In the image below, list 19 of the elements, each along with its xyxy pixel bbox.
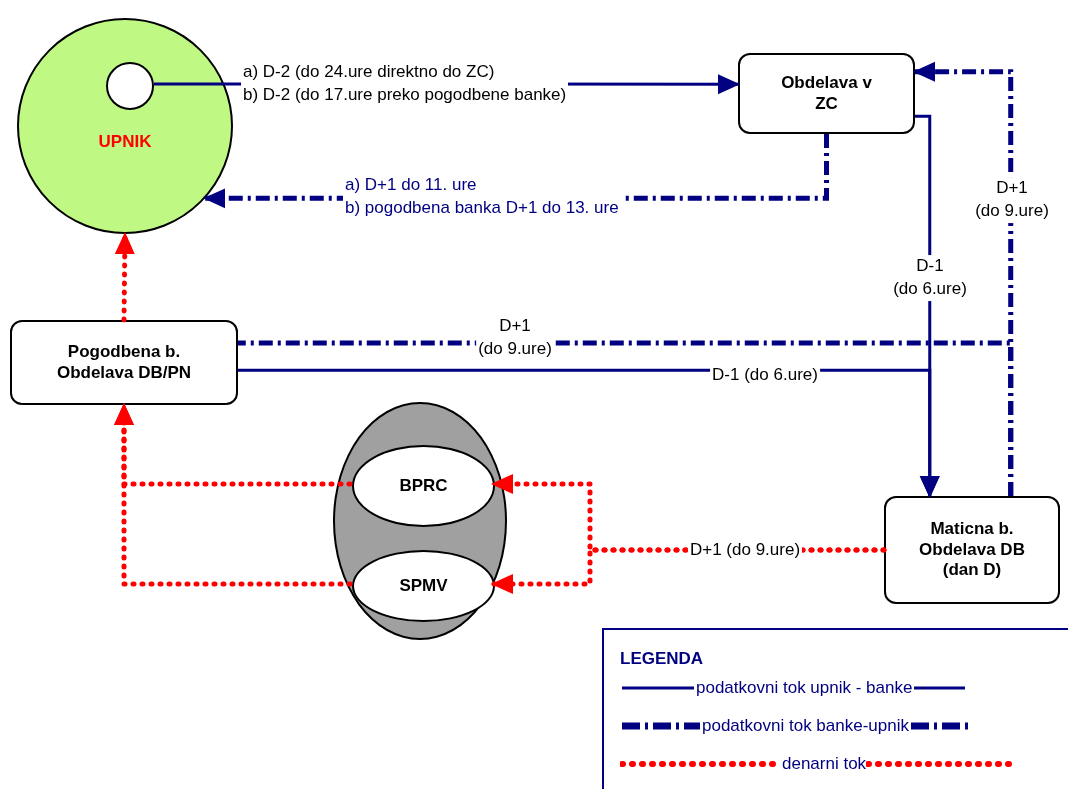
legend-label: podatkovni tok upnik - banke [696, 678, 913, 698]
process-box [10, 320, 238, 405]
legend-label: podatkovni tok banke-upnik [702, 716, 909, 736]
edge-label: D-1 (do 6.ure) [891, 255, 969, 301]
node-label: UPNIK [98, 132, 152, 153]
small-circle [106, 62, 154, 110]
legend-title: LEGENDA [620, 649, 704, 669]
process-box [884, 496, 1060, 604]
node-label: SPMV [399, 575, 448, 597]
connector-arrow [114, 402, 353, 587]
edge-label: D+1 (do 9.ure) [973, 177, 1051, 223]
process-box [738, 53, 915, 134]
legend-label: denarni tok [782, 754, 867, 774]
node-label: Obdelava v ZC [780, 73, 873, 114]
ellipse-node [352, 445, 495, 527]
node-label: BPRC [399, 475, 448, 497]
node-label: Maticna b. Obdelava DB (dan D) [918, 519, 1026, 581]
connector-arrow [114, 231, 135, 323]
node-label: Pogodbena b. Obdelava DB/PN [55, 342, 193, 383]
